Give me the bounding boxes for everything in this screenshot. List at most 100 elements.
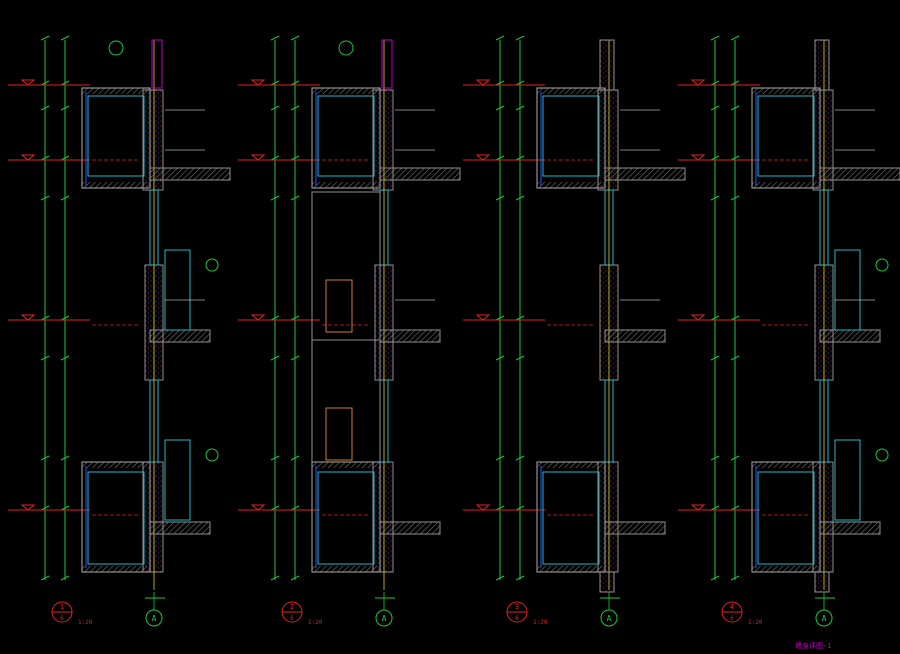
dimension-tick <box>60 575 70 581</box>
dimension-tick <box>290 505 300 511</box>
dimension-tick <box>515 155 525 161</box>
dimension-tick <box>270 315 280 321</box>
dimension-tick <box>40 105 50 111</box>
dimension-tick <box>515 455 525 461</box>
axis-label: A <box>382 614 387 623</box>
dimension-tick <box>270 575 280 581</box>
dimension-tick <box>40 575 50 581</box>
slab-lower <box>149 521 211 535</box>
bottom-beam-hatch-bottom <box>752 566 820 572</box>
dimension-tick <box>515 80 525 86</box>
dimension-tick <box>710 455 720 461</box>
bottom-beam-hatch <box>537 462 605 468</box>
dimension-tick <box>710 35 720 41</box>
top-beam-hatch <box>82 88 150 94</box>
bottom-beam-hatch-bottom <box>82 566 150 572</box>
dimension-tick <box>495 455 505 461</box>
dimension-tick <box>710 505 720 511</box>
dimension-tick <box>290 455 300 461</box>
dimension-tick <box>40 155 50 161</box>
wall-column-lower <box>372 461 394 573</box>
detail-callout <box>875 258 889 272</box>
level-triangle <box>20 154 36 161</box>
dimension-tick <box>290 155 300 161</box>
axis-label: A <box>152 614 157 623</box>
dimension-tick <box>515 315 525 321</box>
section-scale: 1:20 <box>533 619 548 626</box>
level-triangle <box>250 504 266 511</box>
dimension-tick <box>495 80 505 86</box>
slab-upper <box>819 167 900 181</box>
level-triangle <box>475 504 491 511</box>
dimension-tick <box>290 35 300 41</box>
top-beam-hatch-bottom <box>537 182 605 188</box>
dimension-tick <box>60 455 70 461</box>
dimension-tick <box>60 105 70 111</box>
section-number: 2 <box>290 603 294 611</box>
detail-callout <box>205 258 219 272</box>
dimension-tick <box>270 455 280 461</box>
dimension-tick <box>60 80 70 86</box>
parapet <box>151 39 163 89</box>
level-triangle <box>250 314 266 321</box>
top-beam-hatch <box>752 88 820 94</box>
dimension-tick <box>710 315 720 321</box>
dimension-tick <box>60 35 70 41</box>
level-triangle <box>475 314 491 321</box>
dimension-tick <box>730 35 740 41</box>
level-triangle <box>690 79 706 86</box>
slab-lower <box>379 521 441 535</box>
bottom-beam-hatch-bottom <box>537 566 605 572</box>
dimension-tick <box>730 505 740 511</box>
section-scale: 1:20 <box>748 619 763 626</box>
dimension-tick <box>495 195 505 201</box>
dimension-tick <box>40 315 50 321</box>
column-top-extension <box>814 39 830 91</box>
slab-middle <box>379 329 441 343</box>
dimension-tick <box>290 105 300 111</box>
railing-upper <box>834 249 861 331</box>
dimension-tick <box>60 195 70 201</box>
parapet <box>381 39 393 89</box>
dimension-tick <box>515 355 525 361</box>
dimension-tick <box>270 35 280 41</box>
slab-middle <box>819 329 881 343</box>
level-triangle <box>475 79 491 86</box>
dimension-tick <box>40 80 50 86</box>
column-top-extension <box>599 39 615 91</box>
detail-callout <box>875 448 889 462</box>
column-bottom-extension <box>814 571 830 593</box>
detail-callout-top <box>108 40 124 56</box>
column-bottom-extension <box>599 571 615 593</box>
axis-label: A <box>607 614 612 623</box>
detail-callout <box>205 448 219 462</box>
dimension-tick <box>270 155 280 161</box>
dimension-tick <box>40 505 50 511</box>
dimension-tick <box>730 80 740 86</box>
top-beam-hatch-bottom <box>752 182 820 188</box>
dimension-tick <box>710 80 720 86</box>
section-number: 3 <box>515 603 519 611</box>
dimension-tick <box>710 575 720 581</box>
dimension-tick <box>290 315 300 321</box>
dimension-tick <box>40 195 50 201</box>
dimension-tick <box>270 195 280 201</box>
dimension-tick <box>290 195 300 201</box>
section-sheet: 6 <box>290 615 294 622</box>
dimension-tick <box>710 155 720 161</box>
dimension-tick <box>730 455 740 461</box>
dimension-tick <box>710 105 720 111</box>
level-triangle <box>20 314 36 321</box>
dimension-tick <box>495 155 505 161</box>
wall-column-lower <box>812 461 834 573</box>
dimension-tick <box>515 195 525 201</box>
level-triangle <box>690 154 706 161</box>
dimension-tick <box>730 155 740 161</box>
section-sheet: 6 <box>515 615 519 622</box>
level-triangle <box>690 314 706 321</box>
dimension-tick <box>270 355 280 361</box>
